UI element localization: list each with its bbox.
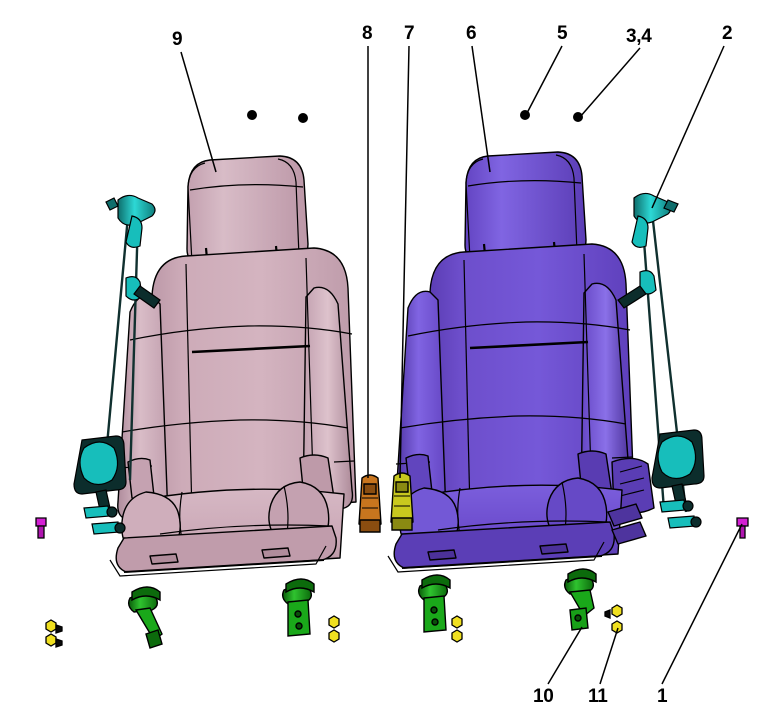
callout-leader-lines [180,45,743,685]
nut-yellow-group-center [328,615,340,643]
pretensioner-orange [358,474,382,533]
left-seat-backrest [117,247,357,521]
left-seat-headrest [186,155,309,264]
callout-label-9: 9 [172,29,183,50]
callout-label-5: 5 [557,23,568,44]
right-seat-assembly [387,151,655,573]
callout-label-10: 10 [533,686,554,707]
leader-line-5 [525,45,563,116]
left-upper-belt-anchor [105,194,156,248]
buckle-green-rear-left [417,574,451,633]
left-seat-assembly [109,155,357,577]
left-belt-guide [125,276,161,309]
nut-yellow-group-right [604,604,623,634]
marker-dot-b [298,113,308,123]
bolt-magenta-left [35,517,47,539]
leader-line-9 [180,51,217,173]
right-belt-guide [617,270,657,309]
leader-line-2 [651,45,725,209]
nut-yellow-group-mid [451,615,463,643]
marker-dot-a [247,110,257,120]
callout-label-11: 11 [588,686,608,707]
right-seatbelt-retractor [651,429,705,529]
left-seatbelt-retractor [73,435,127,535]
right-seat-headrest [464,151,587,260]
leader-endpoint-dot-3-4 [573,112,583,122]
right-seat-base-frame [387,503,647,573]
leader-line-11 [599,627,619,685]
leader-line-7 [399,45,410,479]
leader-line-6 [471,45,491,173]
pretensioner-olive [390,472,414,531]
right-upper-belt-anchor [631,192,679,248]
leader-line-1 [661,523,743,685]
buckle-green-rear-right [563,568,597,631]
nut-yellow-group-left [45,619,63,648]
callout-label-6: 6 [466,23,477,44]
buckle-green-front-left [127,586,163,649]
callout-label-2: 2 [722,23,733,44]
leader-endpoint-dot-5 [520,110,530,120]
leader-line-10 [547,626,583,685]
callout-label-7: 7 [404,23,415,44]
right-seatbelt-assembly [617,192,705,529]
buckle-green-front-right [281,578,315,637]
bolt-magenta-right [736,517,749,539]
left-seat-base-frame [109,525,337,577]
callout-label-3-4: 3,4 [626,26,652,47]
leader-line-3-4 [579,47,641,118]
callout-label-1: 1 [657,686,668,707]
left-seatbelt-assembly [73,194,161,535]
callout-label-8: 8 [362,23,373,44]
unlabeled-marker-dots [247,110,308,123]
